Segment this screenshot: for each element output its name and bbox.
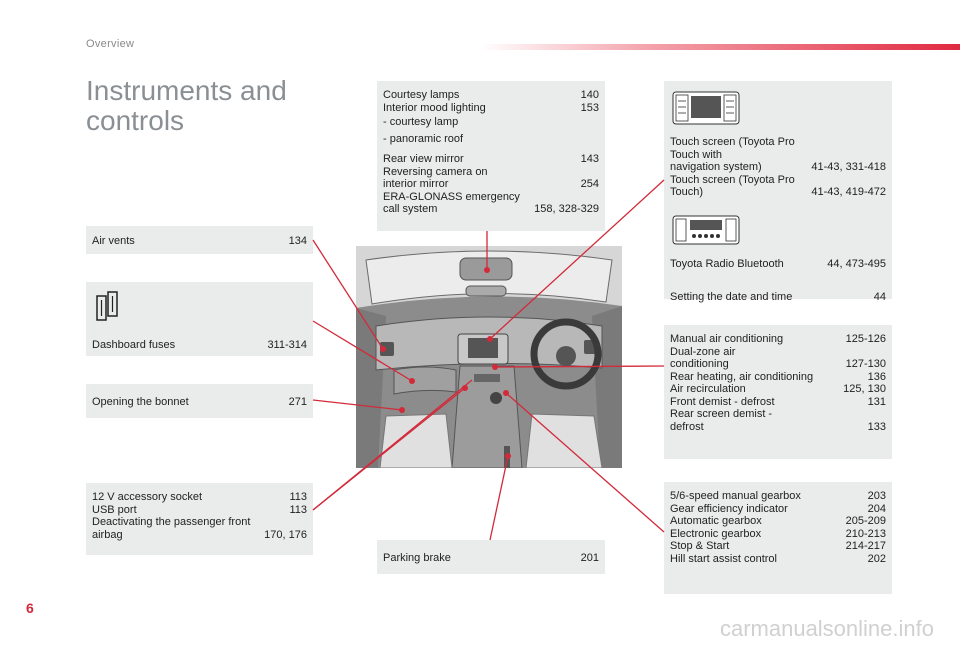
page-ref: 254: [580, 178, 599, 190]
page-ref: 41-43, 331-418: [811, 161, 886, 173]
label: Dual-zone air conditioning: [670, 345, 736, 371]
label: Setting the date and time: [670, 291, 793, 303]
page-ref: 125-126: [845, 333, 886, 345]
panel-gearbox: 5/6-speed manual gearbox 203 Gear efficie…: [664, 482, 892, 594]
page-number: 6: [26, 600, 34, 616]
header-gradient-bar: [480, 44, 960, 50]
page-ref: 153: [580, 101, 599, 114]
page-ref: 113: [289, 491, 307, 503]
page-ref: 44, 473-495: [827, 257, 886, 270]
page-ref: 41-43, 419-472: [811, 186, 886, 198]
label: Touch screen (Toyota Pro Touch with navi…: [670, 136, 795, 173]
page-ref: 311-314: [267, 339, 307, 351]
page-ref: 136: [867, 370, 886, 383]
label: Hill start assist control: [670, 552, 777, 565]
page-ref: 143: [580, 153, 599, 165]
fuse-icon: [94, 290, 307, 329]
section-header: Overview: [86, 38, 135, 50]
label: Automatic gearbox: [670, 515, 762, 527]
page-title: Instruments and controls: [86, 75, 287, 136]
label: Parking brake: [383, 552, 451, 564]
page-ref: 127-130: [845, 358, 886, 370]
touch-screen-icon: [672, 91, 886, 128]
page-ref: 201: [580, 552, 599, 564]
panel-air-vents: Air vents 134: [86, 226, 313, 254]
label: USB port: [92, 503, 137, 516]
label: Deactivating the passenger front airbag: [92, 516, 251, 541]
page-ref: 125, 130: [843, 383, 886, 395]
label: Air recirculation: [670, 383, 746, 395]
dashboard-illustration: [356, 246, 622, 468]
panel-courtesy: Courtesy lamps 140 Interior mood lighting…: [377, 81, 605, 231]
label: Rear heating, air conditioning: [670, 370, 814, 383]
page-ref: 170, 176: [264, 528, 307, 541]
panel-fuses: Dashboard fuses 311-314: [86, 282, 313, 356]
page-ref: 205-209: [845, 515, 886, 527]
page-ref: 113: [289, 503, 307, 516]
label: Courtesy lamps: [383, 89, 460, 101]
page-ref: 210-213: [845, 527, 886, 540]
label: Opening the bonnet: [92, 396, 189, 408]
panel-parking: Parking brake 201: [377, 540, 605, 574]
page-ref: 202: [867, 552, 886, 565]
label: Gear efficiency indicator: [670, 502, 788, 515]
page-ref: 134: [288, 235, 307, 247]
page-ref: 204: [867, 502, 886, 515]
label: 5/6-speed manual gearbox: [670, 490, 801, 502]
label: ERA-GLONASS emergency call system: [383, 190, 520, 216]
panel-aircon: Manual air conditioning 125-126 Dual-zone…: [664, 325, 892, 459]
label: Interior mood lighting: [383, 101, 486, 114]
page-ref: 214-217: [845, 540, 886, 552]
label: Front demist - defrost: [670, 395, 775, 408]
label: Manual air conditioning: [670, 333, 784, 345]
panel-bonnet: Opening the bonnet 271: [86, 384, 313, 418]
page-ref: 133: [867, 420, 886, 433]
page-ref: 203: [867, 490, 886, 502]
panel-socket: 12 V accessory socket 113 USB port 113 Dea…: [86, 483, 313, 555]
label: Reversing camera on interior mirror: [383, 165, 488, 191]
panel-touch-radio: Touch screen (Toyota Pro Touch with navi…: [664, 81, 892, 303]
watermark: carmanualsonline.info: [719, 616, 934, 641]
label: Rear screen demist - defrost: [670, 408, 773, 433]
label: Toyota Radio Bluetooth: [670, 257, 784, 270]
label: 12 V accessory socket: [92, 491, 203, 503]
sub-item: - courtesy lamp: [383, 116, 459, 128]
sub-item: - panoramic roof: [383, 133, 464, 145]
page-ref: 131: [867, 395, 886, 408]
page-ref: 44: [873, 291, 886, 303]
page-ref: 140: [580, 89, 599, 101]
label: Dashboard fuses: [92, 339, 176, 351]
label: Electronic gearbox: [670, 527, 762, 540]
radio-icon: [672, 215, 886, 248]
label: Stop & Start: [670, 540, 730, 552]
label: Rear view mirror: [383, 153, 464, 165]
label: Touch screen (Toyota Pro Touch): [670, 173, 795, 199]
label: Air vents: [92, 235, 135, 247]
page-ref: 158, 328-329: [534, 203, 599, 215]
page-ref: 271: [288, 396, 307, 408]
